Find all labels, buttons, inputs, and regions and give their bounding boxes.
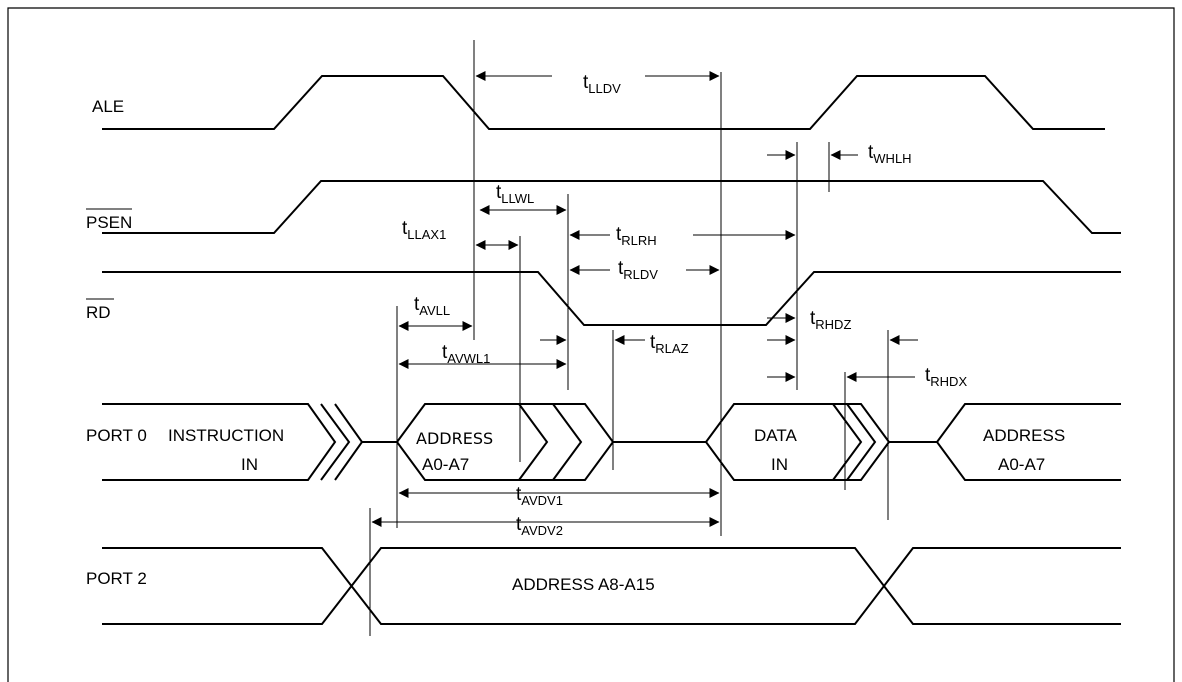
port2-waveform	[102, 547, 1121, 625]
address-lo-label-line2: A0-A7	[422, 455, 469, 474]
address-hi-label: ADDRESS A8-A15	[512, 575, 655, 594]
t-avll-label: tAVLL	[414, 294, 450, 318]
rd-label: RD	[86, 303, 111, 322]
t-rhdz-label: tRHDZ	[810, 308, 851, 332]
t-whlh-label: tWHLH	[868, 142, 912, 166]
t-avdv2-label: tAVDV2	[516, 514, 563, 538]
instruction-label-line2: IN	[241, 455, 258, 474]
t-rlaz-label: tRLAZ	[650, 332, 689, 356]
t-lldv-label: tLLDV	[583, 72, 621, 96]
t-rhdx-label: tRHDX	[925, 365, 967, 389]
t-avwl1-label: tAVWL1	[442, 342, 490, 366]
timing-reference-lines	[369, 40, 889, 636]
port2-label: PORT 2	[86, 569, 147, 588]
ale-waveform	[102, 75, 1105, 130]
data-in-label-line1: DATA	[754, 426, 797, 445]
diagram-frame	[7, 7, 1175, 682]
psen-waveform	[102, 180, 1121, 234]
address-lo2-label-line2: A0-A7	[998, 455, 1045, 474]
t-rldv-label: tRLDV	[618, 258, 658, 282]
psen-label: PSEN	[86, 213, 132, 232]
t-avdv1-label: tAVDV1	[516, 484, 563, 508]
t-llwl-label: tLLWL	[496, 182, 534, 206]
instruction-label-line1: INSTRUCTION	[168, 426, 284, 445]
port0-waveform	[102, 403, 1121, 481]
port0-label: PORT 0	[86, 426, 147, 445]
t-llax1-label: tLLAX1	[402, 218, 446, 242]
t-rlrh-label: tRLRH	[616, 224, 657, 248]
rd-waveform	[102, 271, 1121, 326]
data-in-label-line2: IN	[771, 455, 788, 474]
ale-label: ALE	[92, 97, 124, 116]
timing-arrows	[371, 71, 918, 527]
address-lo2-label-line1: ADDRESS	[983, 426, 1065, 445]
address-lo-label-line1: ADDRESS	[416, 429, 493, 448]
timing-parameter-labels: tLLDV tWHLH tLLWL tRLRH tLLAX1 tRLDV tAV…	[402, 72, 967, 538]
